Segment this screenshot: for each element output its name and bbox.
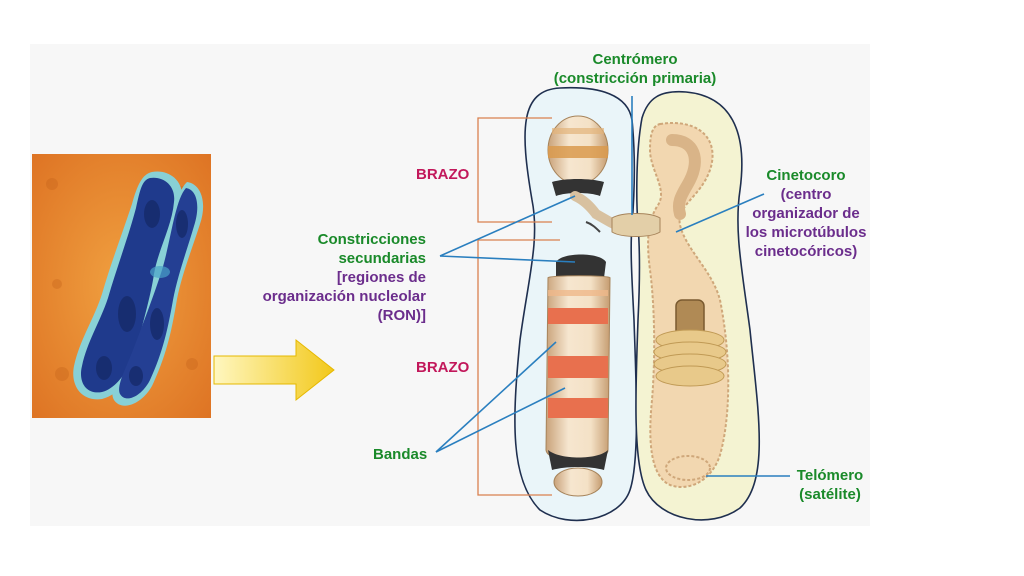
telomero-subtitle: (satélite) xyxy=(799,486,861,503)
cinetocoro-line-4: los microtúbulos xyxy=(745,224,867,241)
brazo-bottom-label: BRAZO xyxy=(416,359,470,376)
bandas-label: Bandas xyxy=(373,446,428,463)
left-chromatid xyxy=(545,115,641,497)
chromosome-micrograph xyxy=(32,154,211,418)
centromero-subtitle: (constricción primaria) xyxy=(553,70,717,87)
cinetocoro-line-5: cinetocóricos) xyxy=(754,243,858,260)
micrograph-image xyxy=(32,154,211,418)
cinetocoro-line-3: organizador de xyxy=(752,205,860,222)
cinetocoro-title: Cinetocoro xyxy=(766,167,846,184)
pointer-lines xyxy=(435,96,790,477)
centromero-title: Centrómero xyxy=(592,51,678,68)
cinetocoro-label: Cinetocoro (centro organizador de los mi… xyxy=(736,166,876,261)
ron-line-3: (RON)] xyxy=(377,307,426,324)
telomero-label: Telómero (satélite) xyxy=(788,466,872,504)
ron-line-2: organización nucleolar xyxy=(262,288,426,305)
centromere-bridge xyxy=(611,213,661,237)
cinetocoro-line-2: (centro xyxy=(780,186,832,203)
right-chromatid xyxy=(647,122,730,488)
constricciones-title: Constricciones xyxy=(317,231,426,248)
ron-line-1: [regiones de xyxy=(336,269,426,286)
constricciones-label: Constricciones secundarias [regiones de … xyxy=(236,230,426,325)
centromero-label: Centrómero (constricción primaria) xyxy=(540,50,730,88)
brazo-top-label: BRAZO xyxy=(416,166,470,183)
yellow-right-arrow-icon xyxy=(213,338,335,402)
telomero-title: Telómero xyxy=(796,467,864,484)
constricciones-subtitle: secundarias xyxy=(338,250,426,267)
